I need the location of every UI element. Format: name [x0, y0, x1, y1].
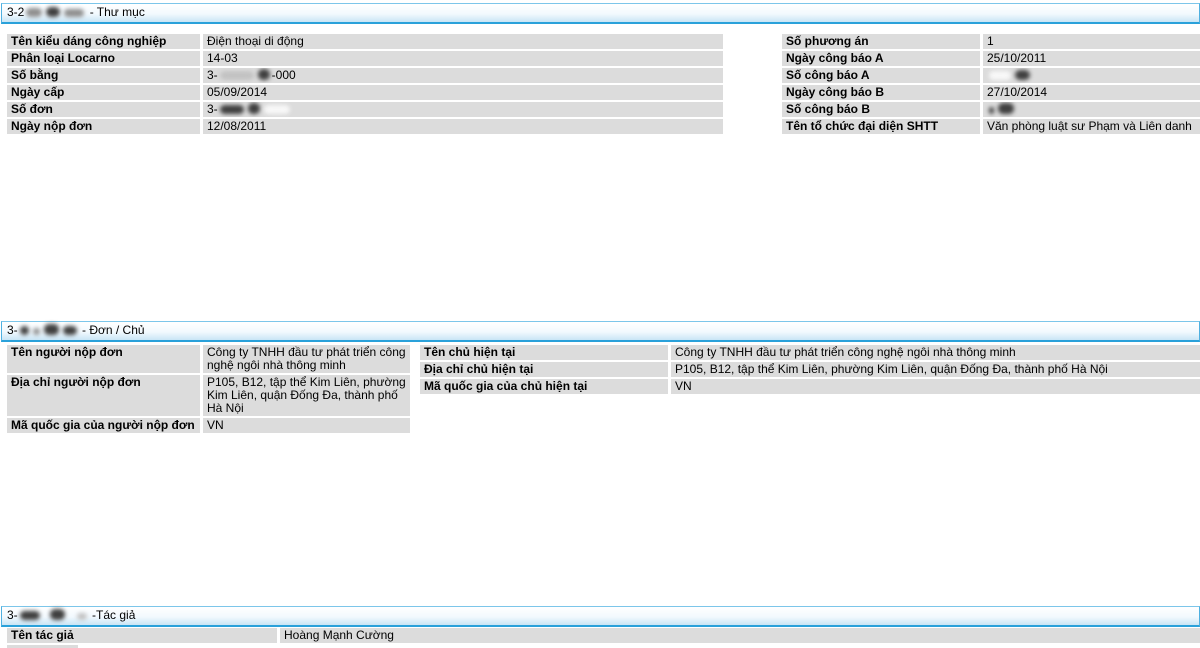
field-value: 14-03: [203, 51, 723, 66]
thu-muc-left-table: Tên kiểu dáng công nghiệp Điện thoại di …: [7, 34, 723, 136]
field-value: 1: [983, 34, 1200, 49]
field-value: 25/10/2011: [983, 51, 1200, 66]
field-label: Địa chỉ chủ hiện tại: [420, 362, 668, 377]
field-label: Ngày nộp đơn: [7, 119, 200, 134]
table-row: Ngày công báo B 27/10/2014: [782, 85, 1200, 100]
table-row: Ngày nộp đơn 12/08/2011: [7, 119, 723, 134]
table-row: Phân loại Locarno 14-03: [7, 51, 723, 66]
field-label: Tên chủ hiện tại: [420, 345, 668, 360]
redacted-text: [43, 324, 59, 335]
field-label: Địa chỉ người nộp đơn: [7, 375, 200, 416]
field-label: Số đơn: [7, 102, 200, 117]
field-label: Số công báo A: [782, 68, 980, 83]
table-row: Tên kiểu dáng công nghiệp Điện thoại di …: [7, 34, 723, 49]
redacted-text: [263, 105, 290, 114]
tac-gia-table: Tên tác giả Hoàng Mạnh Cường: [7, 628, 1200, 645]
section-title-suffix: - Thư mục: [89, 5, 145, 19]
table-row: Ngày cấp 05/09/2014: [7, 85, 723, 100]
redacted-text: [247, 103, 260, 114]
field-value: Công ty TNHH đầu tư phát triển công nghệ…: [203, 345, 410, 373]
redacted-text: [219, 71, 254, 80]
redacted-text: [26, 8, 43, 17]
field-value-text: 3-: [207, 102, 218, 116]
field-label: Số phương án: [782, 34, 980, 49]
field-value: Văn phòng luật sư Phạm và Liên danh: [983, 119, 1200, 134]
field-label: Tên kiểu dáng công nghiệp: [7, 34, 200, 49]
redacted-text: [998, 103, 1014, 114]
field-value: Hoàng Mạnh Cường: [280, 628, 1200, 643]
table-row: Số bằng 3- -000: [7, 68, 723, 83]
field-value: 27/10/2014: [983, 85, 1200, 100]
don-chu-right-table: Tên chủ hiện tại Công ty TNHH đầu tư phá…: [420, 345, 1200, 396]
field-value: VN: [203, 418, 410, 433]
section-header-thu-muc: 3-2 - Thư mục: [1, 3, 1200, 24]
field-value-text: -000: [271, 68, 296, 82]
field-label: Ngày công báo A: [782, 51, 980, 66]
field-value: 3-: [203, 102, 723, 117]
table-row: Tên người nộp đơn Công ty TNHH đầu tư ph…: [7, 345, 410, 373]
table-row: Số đơn 3-: [7, 102, 723, 117]
section-title-suffix: - Đơn / Chủ: [82, 323, 145, 337]
field-value: VN: [671, 379, 1200, 394]
field-label: Số bằng: [7, 68, 200, 83]
redacted-text: [989, 107, 994, 114]
redacted-text: [32, 328, 40, 335]
field-value: 12/08/2011: [203, 119, 723, 134]
redacted-text: [257, 69, 270, 80]
field-value: 3- -000: [203, 68, 723, 83]
table-row: Tên tổ chức đại diện SHTT Văn phòng luật…: [782, 119, 1200, 134]
thu-muc-right-table: Số phương án 1 Ngày công báo A 25/10/201…: [782, 34, 1200, 136]
don-chu-left-table: Tên người nộp đơn Công ty TNHH đầu tư ph…: [7, 345, 410, 435]
redacted-text: [219, 105, 244, 114]
field-value: [983, 68, 1200, 83]
section-title-prefix: 3-: [7, 323, 18, 337]
redacted-text: [62, 326, 77, 335]
table-row: Địa chỉ người nộp đơn P105, B12, tập thể…: [7, 375, 410, 416]
redacted-text: [19, 611, 40, 620]
table-row: Địa chỉ chủ hiện tại P105, B12, tập thể …: [420, 362, 1200, 377]
field-label: Tên người nộp đơn: [7, 345, 200, 373]
redacted-text: [64, 9, 85, 17]
field-label: Mã quốc gia của người nộp đơn: [7, 418, 200, 433]
table-row: Số công báo A: [782, 68, 1200, 83]
field-label: Tên tổ chức đại diện SHTT: [782, 119, 980, 134]
redacted-text: [1015, 70, 1030, 80]
field-label: Ngày công báo B: [782, 85, 980, 100]
field-value: P105, B12, tập thể Kim Liên, phường Kim …: [671, 362, 1200, 377]
section-title-suffix: -Tác giả: [92, 608, 136, 622]
section-title-prefix: 3-2: [7, 5, 25, 19]
field-label: Phân loại Locarno: [7, 51, 200, 66]
table-row: Tên chủ hiện tại Công ty TNHH đầu tư phá…: [420, 345, 1200, 360]
redacted-text: [19, 326, 29, 335]
table-row: Số công báo B: [782, 102, 1200, 117]
table-row: Mã quốc gia của chủ hiện tại VN: [420, 379, 1200, 394]
field-value: 05/09/2014: [203, 85, 723, 100]
field-label: Số công báo B: [782, 102, 980, 117]
field-label: Ngày cấp: [7, 85, 200, 100]
section-title-prefix: 3-: [7, 608, 18, 622]
partial-next-row: [7, 645, 78, 648]
section-header-don-chu: 3- - Đơn / Chủ: [1, 321, 1200, 342]
table-row: Tên tác giả Hoàng Mạnh Cường: [7, 628, 1200, 643]
field-value: Công ty TNHH đầu tư phát triển công nghệ…: [671, 345, 1200, 360]
field-value: [983, 102, 1200, 117]
redacted-text: [989, 71, 1011, 80]
field-label: Tên tác giả: [7, 628, 277, 643]
field-label: Mã quốc gia của chủ hiện tại: [420, 379, 668, 394]
section-header-tac-gia: 3- -Tác giả: [1, 606, 1200, 627]
field-value: P105, B12, tập thể Kim Liên, phường Kim …: [203, 375, 410, 416]
field-value-text: 3-: [207, 68, 218, 82]
table-row: Số phương án 1: [782, 34, 1200, 49]
redacted-text: [76, 613, 87, 620]
table-row: Mã quốc gia của người nộp đơn VN: [7, 418, 410, 433]
table-row: Ngày công báo A 25/10/2011: [782, 51, 1200, 66]
field-value: Điện thoại di động: [203, 34, 723, 49]
redacted-text: [49, 609, 65, 620]
redacted-text: [46, 7, 61, 17]
